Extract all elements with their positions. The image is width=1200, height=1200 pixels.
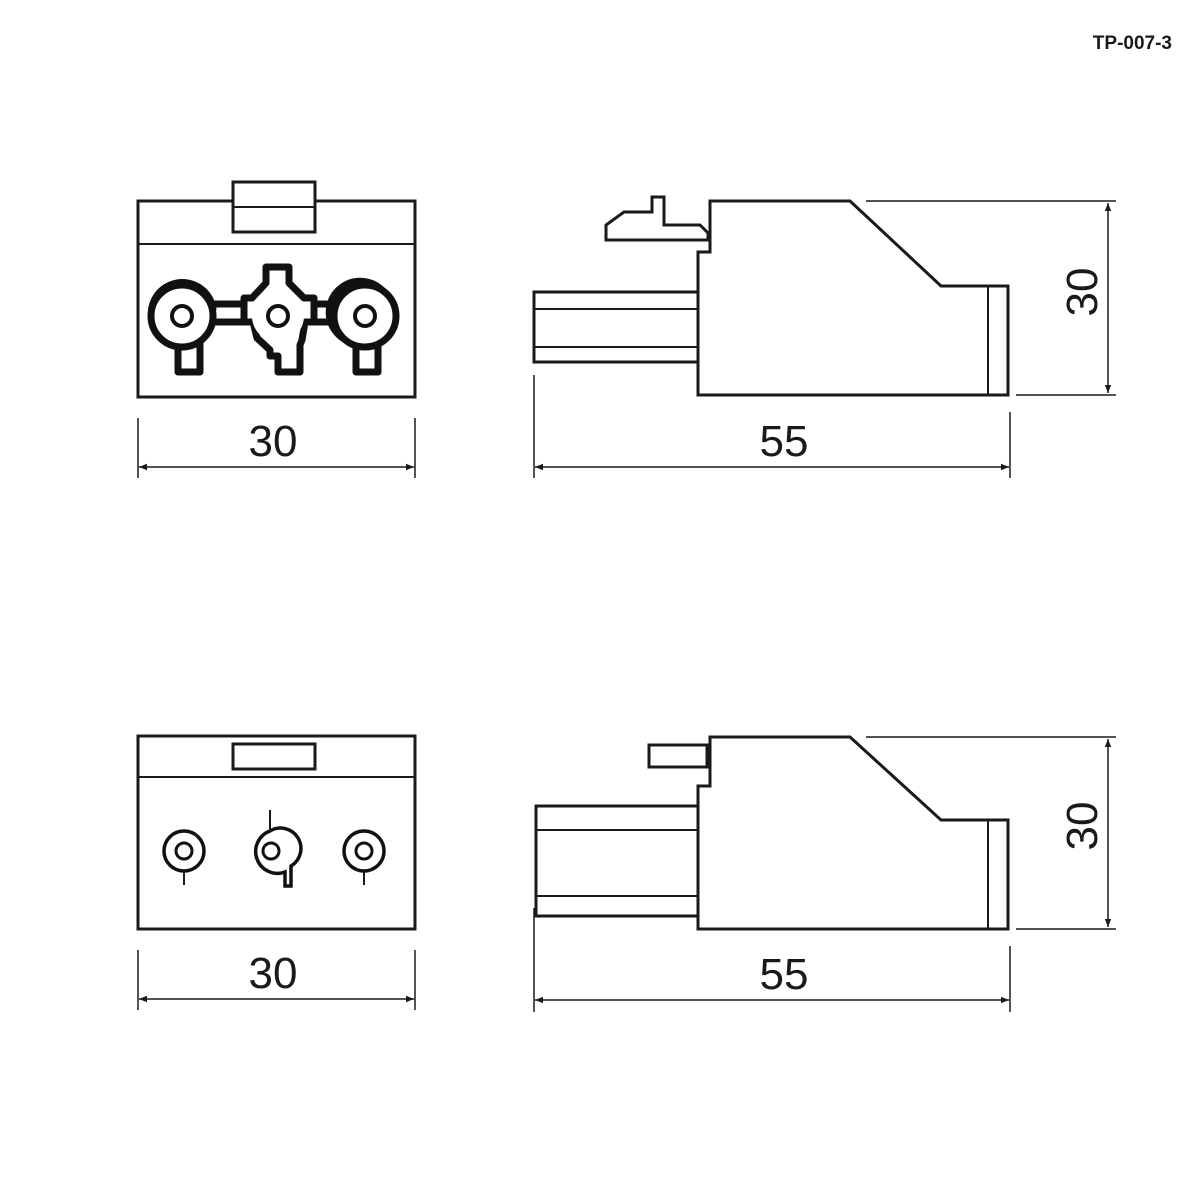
bottom-side-length-dimension [533, 908, 1011, 1012]
top-side-height-dimension [866, 200, 1116, 396]
bottom-front-width-label: 30 [249, 949, 298, 998]
top-front-width-dimension [137, 418, 416, 478]
pin-center-icon [252, 290, 304, 342]
top-side-height-label: 30 [1058, 268, 1107, 317]
latch-window [231, 742, 317, 771]
bottom-side-length-label: 55 [760, 950, 809, 999]
pin-left-icon [147, 281, 217, 351]
top-front-width-label: 30 [249, 417, 298, 466]
socket-right-icon [342, 829, 386, 885]
bottom-side-view: 30 55 [533, 735, 1116, 1012]
pin-right-icon [330, 281, 400, 351]
bottom-front-width-dimension [137, 950, 416, 1010]
bottom-side-height-label: 30 [1058, 802, 1107, 851]
top-side-length-dimension [533, 375, 1011, 478]
top-front-view: 30 [136, 180, 417, 478]
bottom-side-height-dimension [866, 736, 1116, 930]
part-code: TP-007-3 [1093, 33, 1172, 54]
top-side-length-label: 55 [760, 417, 809, 466]
socket-left-icon [162, 829, 206, 885]
top-side-view: 30 55 [532, 195, 1116, 478]
bottom-front-view: 30 [136, 734, 417, 1010]
socket-center-icon [253, 810, 303, 888]
